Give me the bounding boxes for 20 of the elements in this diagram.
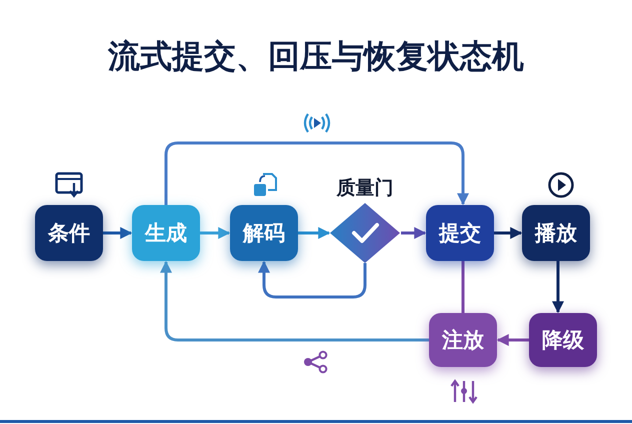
arrow bbox=[160, 260, 429, 342]
connector-line bbox=[462, 261, 464, 313]
state-box: 提交 bbox=[426, 205, 494, 261]
arrow bbox=[164, 142, 469, 206]
arrow bbox=[496, 334, 529, 346]
arrow bbox=[200, 227, 230, 239]
state-box: 播放 bbox=[522, 205, 590, 261]
arrow bbox=[103, 227, 132, 239]
title: 流式提交、回压与恢复状态机 bbox=[107, 36, 525, 76]
arrow bbox=[298, 227, 330, 239]
state-box: 生成 bbox=[132, 205, 200, 261]
arrow bbox=[552, 261, 564, 314]
diamond-heading: 质量门 bbox=[336, 176, 394, 200]
state-box: 注放 bbox=[429, 313, 497, 367]
state-box: 条件 bbox=[35, 205, 103, 261]
arrow bbox=[494, 227, 522, 239]
state-box: 解码 bbox=[230, 205, 298, 261]
arrow bbox=[258, 260, 366, 298]
state-box: 降级 bbox=[529, 313, 597, 367]
arrow bbox=[401, 227, 426, 239]
